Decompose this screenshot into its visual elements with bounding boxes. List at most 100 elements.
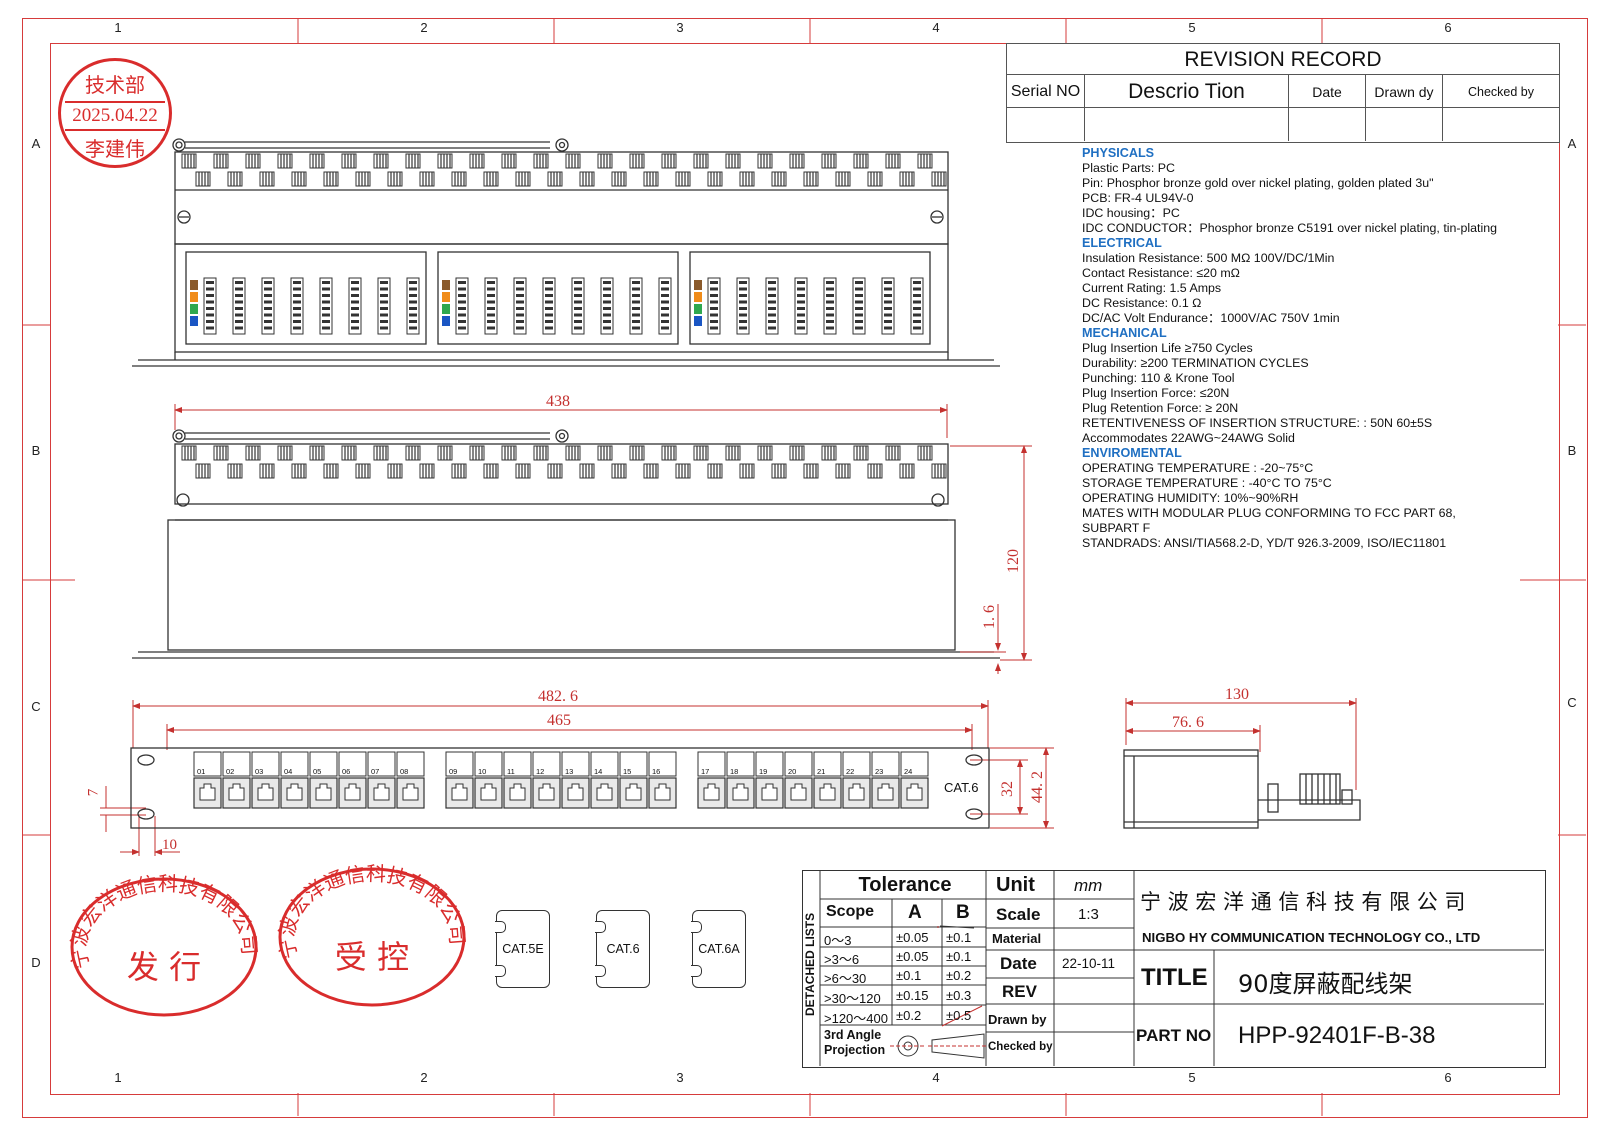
tol-header-b: B xyxy=(956,902,970,923)
drawn-by-label: Drawn by xyxy=(988,1012,1047,1027)
port-number: 21 xyxy=(817,767,826,776)
keystone-slot xyxy=(597,153,613,169)
dim-482-6: 482. 6 xyxy=(538,688,578,705)
idc-block xyxy=(736,277,750,335)
idc-block xyxy=(571,277,585,335)
tolerance-cell: ±0.1 xyxy=(946,949,972,964)
tolerance-cell: ±0.15 xyxy=(896,988,929,1003)
wire-color-code xyxy=(442,280,450,290)
control-stamp: 宁波宏洋通信科技有限公司 受 控 xyxy=(274,862,470,1007)
zone-col-2-bottom: 2 xyxy=(420,1070,428,1085)
idc-block xyxy=(377,277,391,335)
keystone-slot xyxy=(675,171,691,187)
port-number: 17 xyxy=(701,767,710,776)
tolerance-cell: ±0.2 xyxy=(896,1008,922,1023)
keystone-slot xyxy=(917,153,933,169)
port-label-window xyxy=(561,751,590,777)
keystone-slot xyxy=(387,171,403,187)
drawing-inner-frame xyxy=(50,43,1560,1095)
side-view-drawing xyxy=(1123,749,1361,829)
zone-col-1-bottom: 1 xyxy=(114,1070,122,1085)
keystone-slot xyxy=(181,153,197,169)
keystone-slot xyxy=(451,171,467,187)
revision-title: REVISION RECORD xyxy=(1007,44,1559,75)
port-label-window xyxy=(445,751,474,777)
zone-col-6-top: 6 xyxy=(1444,20,1452,35)
stamp-dept-name: 技术部 xyxy=(85,73,145,97)
keystone-slot xyxy=(853,445,869,461)
title-label: TITLE xyxy=(1141,964,1208,991)
keystone-slot xyxy=(899,463,915,479)
issue-stamp: 宁波宏洋通信科技有限公司 发 行 xyxy=(66,872,262,1017)
zone-col-6-bottom: 6 xyxy=(1444,1070,1452,1085)
spec-line: IDC CONDUCTOR：Phosphor bronze C5191 over… xyxy=(1082,221,1498,235)
spec-line: Pin: Phosphor bronze gold over nickel pl… xyxy=(1082,176,1434,190)
idc-block xyxy=(629,277,643,335)
port-number: 01 xyxy=(197,767,206,776)
port-label-window xyxy=(503,751,532,777)
company-name-en: NIGBO HY COMMUNICATION TECHNOLOGY CO., L… xyxy=(1142,930,1481,945)
port-number: 16 xyxy=(652,767,661,776)
spec-line: IDC housing：PC xyxy=(1082,206,1180,220)
keystone-slot xyxy=(213,153,229,169)
keystone-slot xyxy=(821,153,837,169)
keystone-slot xyxy=(501,153,517,169)
cat6a-option: CAT.6A xyxy=(691,910,746,988)
port-number: 19 xyxy=(759,767,768,776)
port-number: 04 xyxy=(284,767,293,776)
spec-line: Plug Insertion Force: ≤20N xyxy=(1082,386,1230,400)
keystone-slot xyxy=(419,463,435,479)
keystone-slot xyxy=(245,445,261,461)
keystone-slot xyxy=(245,153,261,169)
keystone-slot xyxy=(291,463,307,479)
keystone-slot xyxy=(195,463,211,479)
keystone-slot xyxy=(547,463,563,479)
keystone-slot xyxy=(611,463,627,479)
port-label-window xyxy=(726,751,755,777)
rj45-port xyxy=(619,777,648,809)
spec-line: OPERATING TEMPERATURE : -20~75°C xyxy=(1082,461,1314,475)
keystone-slot xyxy=(405,445,421,461)
spec-line: STORAGE TEMPERATURE : -40°C TO 75°C xyxy=(1082,476,1332,490)
idc-block xyxy=(823,277,837,335)
port-number: 15 xyxy=(623,767,632,776)
zone-row-b-left: B xyxy=(31,443,41,458)
idc-block xyxy=(406,277,420,335)
keystone-slot xyxy=(693,153,709,169)
scale-value: 1:3 xyxy=(1078,906,1099,923)
keystone-slot xyxy=(437,445,453,461)
keystone-slot xyxy=(323,171,339,187)
rev-label: REV xyxy=(1002,982,1037,1001)
port-number: 06 xyxy=(342,767,351,776)
keystone-slot xyxy=(693,445,709,461)
material-label: Material xyxy=(992,931,1042,946)
zone-row-a-right: A xyxy=(1567,136,1577,151)
port-number: 09 xyxy=(449,767,458,776)
rj45-port xyxy=(755,777,784,809)
zone-col-5-top: 5 xyxy=(1188,20,1196,35)
wire-color-code xyxy=(442,304,450,314)
keystone-slot xyxy=(885,445,901,461)
keystone-slot xyxy=(629,153,645,169)
keystone-slot xyxy=(419,171,435,187)
keystone-slot xyxy=(451,463,467,479)
wire-color-code xyxy=(190,304,198,314)
port-number: 24 xyxy=(904,767,913,776)
port-label-window xyxy=(251,751,280,777)
port-label-window xyxy=(842,751,871,777)
rev-header-description: Descrio Tion xyxy=(1085,75,1289,108)
keystone-slot xyxy=(771,171,787,187)
rev-header-serial: Serial NO xyxy=(1007,75,1085,108)
tolerance-cell: ±0.3 xyxy=(946,988,972,1003)
keystone-slot xyxy=(739,463,755,479)
keystone-slot xyxy=(405,153,421,169)
port-number: 03 xyxy=(255,767,264,776)
keystone-slot xyxy=(707,463,723,479)
front-view-drawing xyxy=(130,747,990,829)
spec-line: Durability: ≥200 TERMINATION CYCLES xyxy=(1082,356,1309,370)
dim-438: 438 xyxy=(546,393,570,410)
keystone-slot xyxy=(867,463,883,479)
zone-col-3-bottom: 3 xyxy=(676,1070,684,1085)
